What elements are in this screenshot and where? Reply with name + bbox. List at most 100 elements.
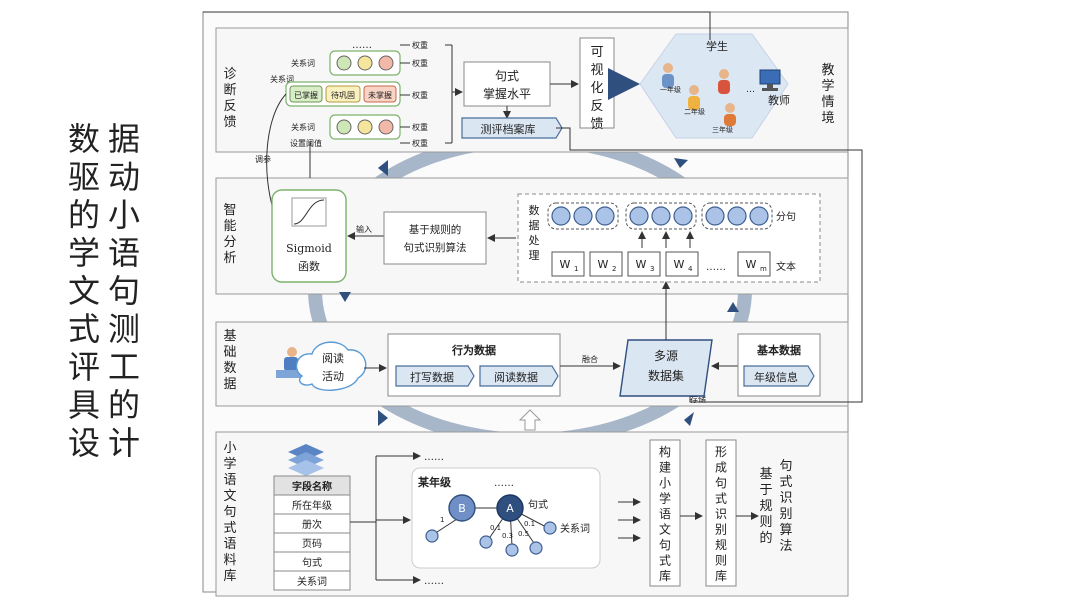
weight-label-4: 0.5 (518, 530, 529, 538)
word-subscript: 3 (650, 265, 654, 273)
adjust-label: 调参 (255, 154, 271, 164)
word-subscript: 2 (612, 265, 616, 273)
sigmoid-label: Sigmoid (286, 242, 332, 255)
grade-node-label: 某年级 (417, 475, 452, 489)
leaf-node-1 (425, 529, 439, 543)
sigmoid-sub-label: 函数 (298, 260, 320, 273)
ring-arrow-6 (684, 412, 694, 426)
ring-arrow-3 (339, 292, 351, 302)
leaf-node-4 (529, 541, 543, 555)
situation-char: 学 (821, 78, 834, 94)
grade-2: 二年级 (684, 107, 705, 116)
field-row-label: 关系词 (297, 575, 327, 588)
row1-label: 关系词 (291, 58, 315, 68)
student-label: 学生 (706, 39, 728, 53)
title-left-char: 设 (68, 424, 100, 462)
store-label: 存储 (690, 394, 706, 404)
base-label-char: 据 (223, 377, 236, 392)
algo-col2-char: 式 (779, 475, 792, 490)
sentence-circle (673, 206, 693, 226)
word-label: W (598, 258, 609, 271)
diagnose-content: …… 关系词 关系词 已掌握 待巩固 未掌握 关系词 设置阈值 权重 权重 权重… (255, 33, 835, 164)
title-left-char: 文 (68, 272, 100, 310)
sigmoid-curve (293, 199, 325, 225)
threshold-label: 设置阈值 (290, 138, 322, 148)
title-right-char: 的 (108, 386, 140, 424)
word-subscript: m (760, 265, 767, 273)
title-left-char: 式 (68, 310, 100, 348)
row1-dot-2 (357, 55, 373, 71)
fuse-label: 融合 (582, 354, 598, 364)
behavior-data-label: 行为数据 (451, 343, 496, 357)
multi-source-label-1: 多源 (654, 349, 678, 363)
sentence-node-label: 句式 (528, 498, 548, 511)
corpus-label-char: 句 (223, 505, 236, 520)
weight-5: 权重 (412, 138, 428, 148)
title-left-char: 评 (68, 348, 100, 386)
word-box (665, 251, 699, 277)
sigmoid-box (271, 189, 347, 283)
word-label: W (746, 258, 757, 271)
visual-feedback-char: 视 (590, 63, 603, 78)
grade-info-box (743, 365, 815, 387)
grade-3: 三年级 (712, 125, 733, 134)
writing-data-label: 打写数据 (410, 370, 454, 384)
rule-algo-box (383, 211, 487, 265)
rule-library-char: 则 (715, 554, 727, 568)
corpus-label-char: 小 (223, 441, 236, 456)
word-label: W (560, 258, 571, 271)
field-row-label: 句式 (302, 556, 322, 569)
weight-2: 权重 (412, 58, 428, 68)
title-right-char: 据 (108, 120, 140, 158)
word-dots: …… (706, 262, 726, 273)
word-box (551, 251, 585, 277)
title-left-char: 驱 (68, 158, 100, 196)
processing-char: 处 (529, 234, 540, 247)
archive-box (461, 117, 563, 139)
title-right-char: 测 (108, 310, 140, 348)
row3-dot-2 (357, 119, 373, 135)
sentence-circle (551, 206, 571, 226)
title-right-char: 句 (108, 272, 140, 310)
rule-library-char: 句 (715, 476, 727, 490)
corpus-dots-bottom: …… (424, 576, 444, 587)
pill-unmastered (363, 85, 397, 103)
algo-col1-char: 的 (759, 530, 772, 546)
corpus-label-char: 库 (223, 568, 236, 584)
reading-activity-label-2: 活动 (322, 370, 344, 383)
ring-arrow-2 (674, 158, 688, 168)
analysis-label-char: 能 (223, 219, 236, 234)
build-library-char: 学 (659, 491, 671, 506)
base-content: 阅读 活动 行为数据 打写数据 阅读数据 融合 多源 数据集 基本数据 年级信息 (276, 281, 821, 397)
sentence-label: 分句 (776, 210, 796, 223)
situation-char: 情 (821, 95, 834, 110)
teacher-label: 教师 (768, 94, 790, 107)
weight-label-2: 0.1 (490, 524, 501, 532)
ring-arrow-1 (378, 160, 388, 176)
archive-label: 测评档案库 (481, 122, 536, 136)
situation-char: 境 (821, 111, 834, 126)
title-right-char: 小 (108, 196, 140, 234)
rule-library-char: 成 (715, 461, 727, 475)
row1-dot-3 (378, 55, 394, 71)
grade-dots: … (746, 85, 755, 95)
field-table-header-label: 字段名称 (292, 480, 332, 493)
analysis-label-char: 析 (223, 251, 236, 266)
title-left-char: 学 (68, 234, 100, 272)
visual-feedback-char: 化 (590, 81, 603, 96)
database-stack-icon (288, 444, 324, 476)
algo-col1-char: 规 (759, 499, 772, 514)
build-library-char: 小 (659, 476, 671, 490)
word-label: W (674, 258, 685, 271)
row1-dot-1 (336, 55, 352, 71)
grade-info-label: 年级信息 (754, 370, 798, 384)
build-library-char: 式 (659, 554, 671, 568)
node-b-label: B (458, 502, 466, 515)
